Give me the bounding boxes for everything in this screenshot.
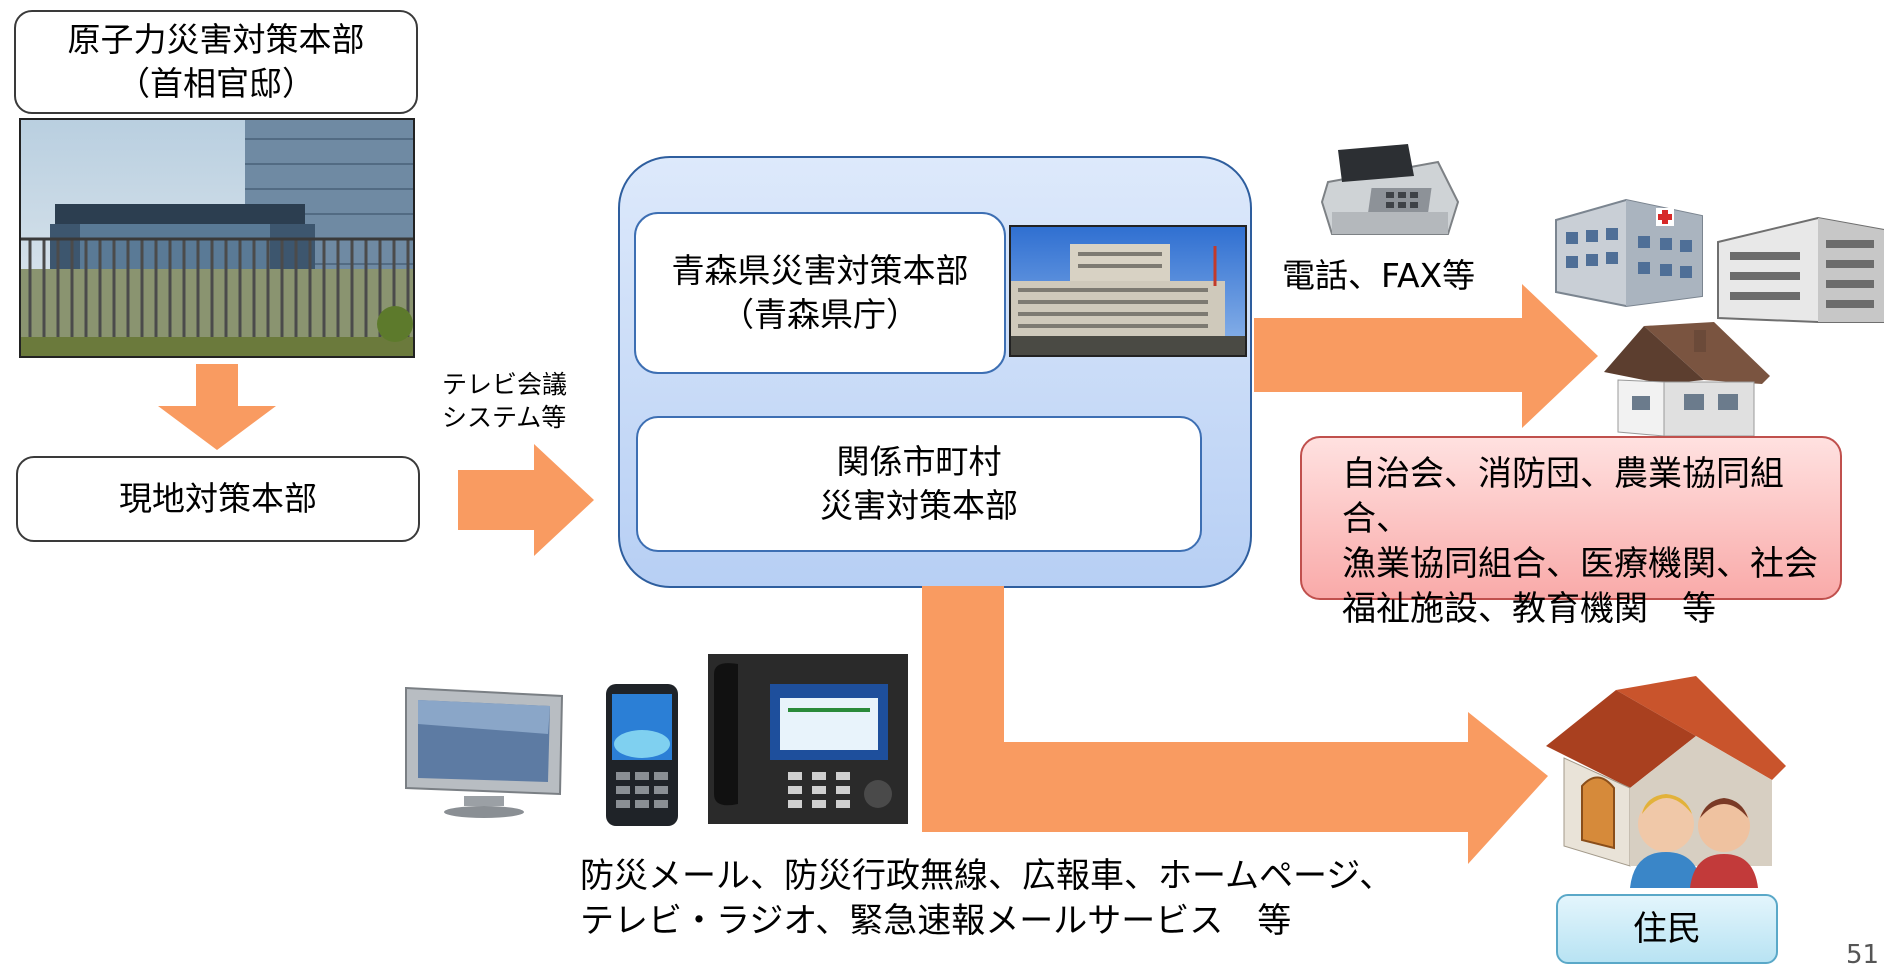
tv-conference-arrow bbox=[458, 444, 594, 556]
phone-fax-arrow bbox=[1254, 284, 1598, 428]
national-hq-title: 原子力災害対策本部 bbox=[67, 20, 365, 59]
government-building-photo bbox=[19, 118, 415, 358]
tv-conference-line1: テレビ会議 bbox=[442, 370, 568, 399]
office-building-icon bbox=[1717, 216, 1884, 323]
residents-label: 住民 bbox=[1633, 908, 1701, 949]
municipal-hq-title: 関係市町村 bbox=[836, 442, 1002, 481]
house-icon bbox=[1604, 322, 1770, 437]
prefecture-container: 青森県災害対策本部 （青森県庁） 関係市町村 災害対策本部 bbox=[618, 156, 1252, 588]
down-arrow bbox=[158, 364, 276, 450]
prefecture-hq-subtitle: （青森県庁） bbox=[721, 295, 919, 334]
media-label: 防災メール、防災行政無線、広報車、ホームページ、 テレビ・ラジオ、緊急速報メール… bbox=[580, 854, 1393, 944]
ip-phone-icon bbox=[708, 654, 908, 824]
tv-monitor-icon bbox=[405, 686, 564, 818]
mobile-phone-icon bbox=[606, 684, 678, 826]
residents-house-icon bbox=[1546, 676, 1786, 888]
prefecture-hq-title: 青森県災害対策本部 bbox=[671, 251, 969, 290]
page-number: 51 bbox=[1846, 940, 1880, 970]
organizations-line3: 福祉施設、教育機関 等 bbox=[1342, 589, 1716, 629]
national-hq-box: 原子力災害対策本部 （首相官邸） bbox=[14, 10, 418, 114]
organizations-line2: 漁業協同組合、医療機関、社会 bbox=[1342, 544, 1818, 584]
local-hq-box: 現地対策本部 bbox=[16, 456, 420, 542]
media-line1: 防災メール、防災行政無線、広報車、ホームページ、 bbox=[580, 856, 1394, 896]
local-hq-label: 現地対策本部 bbox=[119, 479, 317, 518]
tv-conference-label: テレビ会議 システム等 bbox=[442, 368, 602, 434]
phone-fax-label: 電話、FAX等 bbox=[1282, 256, 1476, 295]
national-hq-subtitle: （首相官邸） bbox=[117, 64, 315, 103]
fax-machine-icon bbox=[1320, 144, 1460, 235]
municipal-hq-subtitle: 災害対策本部 bbox=[820, 486, 1018, 525]
residents-label-box: 住民 bbox=[1556, 894, 1778, 964]
residents-arrow bbox=[922, 586, 1548, 864]
media-line2: テレビ・ラジオ、緊急速報メールサービス 等 bbox=[580, 901, 1292, 941]
municipal-hq-box: 関係市町村 災害対策本部 bbox=[636, 416, 1202, 552]
hospital-icon bbox=[1555, 198, 1703, 308]
organizations-line1: 自治会、消防団、農業協同組合、 bbox=[1342, 454, 1784, 539]
tv-conference-line2: システム等 bbox=[442, 403, 567, 432]
prefecture-hq-box: 青森県災害対策本部 （青森県庁） bbox=[634, 212, 1006, 374]
prefecture-office-photo bbox=[1009, 225, 1247, 357]
organizations-box: 自治会、消防団、農業協同組合、 漁業協同組合、医療機関、社会 福祉施設、教育機関… bbox=[1300, 436, 1842, 629]
